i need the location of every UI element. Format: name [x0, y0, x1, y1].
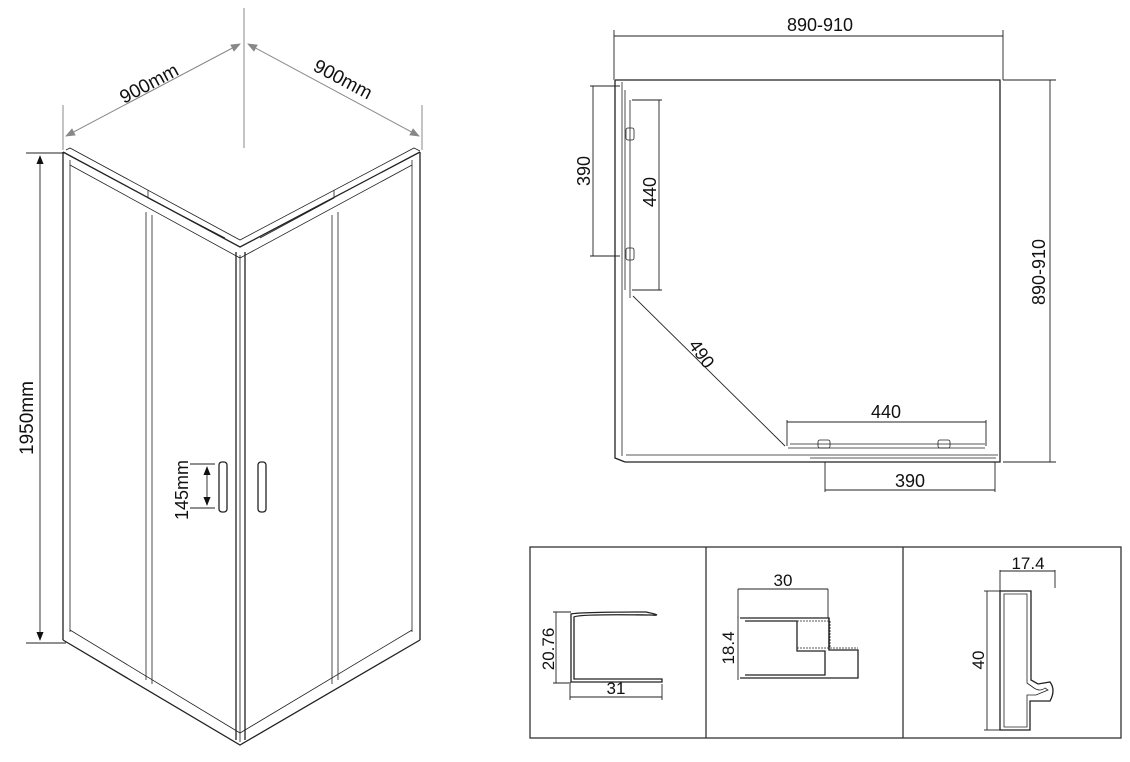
width-left-label: 900mm	[116, 60, 182, 108]
profile-3: 40 17.4	[969, 554, 1056, 731]
enclosure-frame	[62, 147, 421, 746]
bottom-door-label: 440	[871, 402, 901, 422]
profile-sections: 20.76 31 18.4 30 40	[529, 546, 1122, 739]
profile-1-height-label: 20.76	[539, 628, 558, 671]
profile-3-width-label: 17.4	[1011, 554, 1044, 573]
door-handles: 145mm	[172, 460, 267, 520]
left-opening-label: 390	[574, 156, 594, 186]
height-label: 1950mm	[17, 381, 38, 455]
right-handle	[257, 461, 267, 513]
handle-height-label: 145mm	[172, 460, 192, 520]
right-depth-label: 890-910	[1029, 239, 1049, 305]
width-right-label: 900mm	[310, 56, 376, 104]
height-dimension: 1950mm	[17, 152, 66, 644]
left-door-label: 440	[640, 177, 660, 207]
top-width-label: 890-910	[787, 15, 853, 35]
left-handle	[218, 461, 228, 513]
profile-2-width-label: 30	[774, 571, 793, 590]
diagonal-label: 490	[685, 336, 719, 372]
profile-1: 20.76 31	[539, 611, 663, 700]
profile-3-height-label: 40	[969, 651, 988, 670]
profile-2: 18.4 30	[719, 571, 859, 680]
plan-view: 890-910 890-910 390 440 490 440	[574, 15, 1056, 492]
profile-1-width-label: 31	[607, 679, 626, 698]
isometric-view: 900mm 900mm 1950mm	[17, 8, 423, 746]
bottom-opening-label: 390	[895, 471, 925, 491]
width-dimensions: 900mm 900mm	[62, 8, 423, 150]
profile-2-height-label: 18.4	[719, 631, 738, 664]
